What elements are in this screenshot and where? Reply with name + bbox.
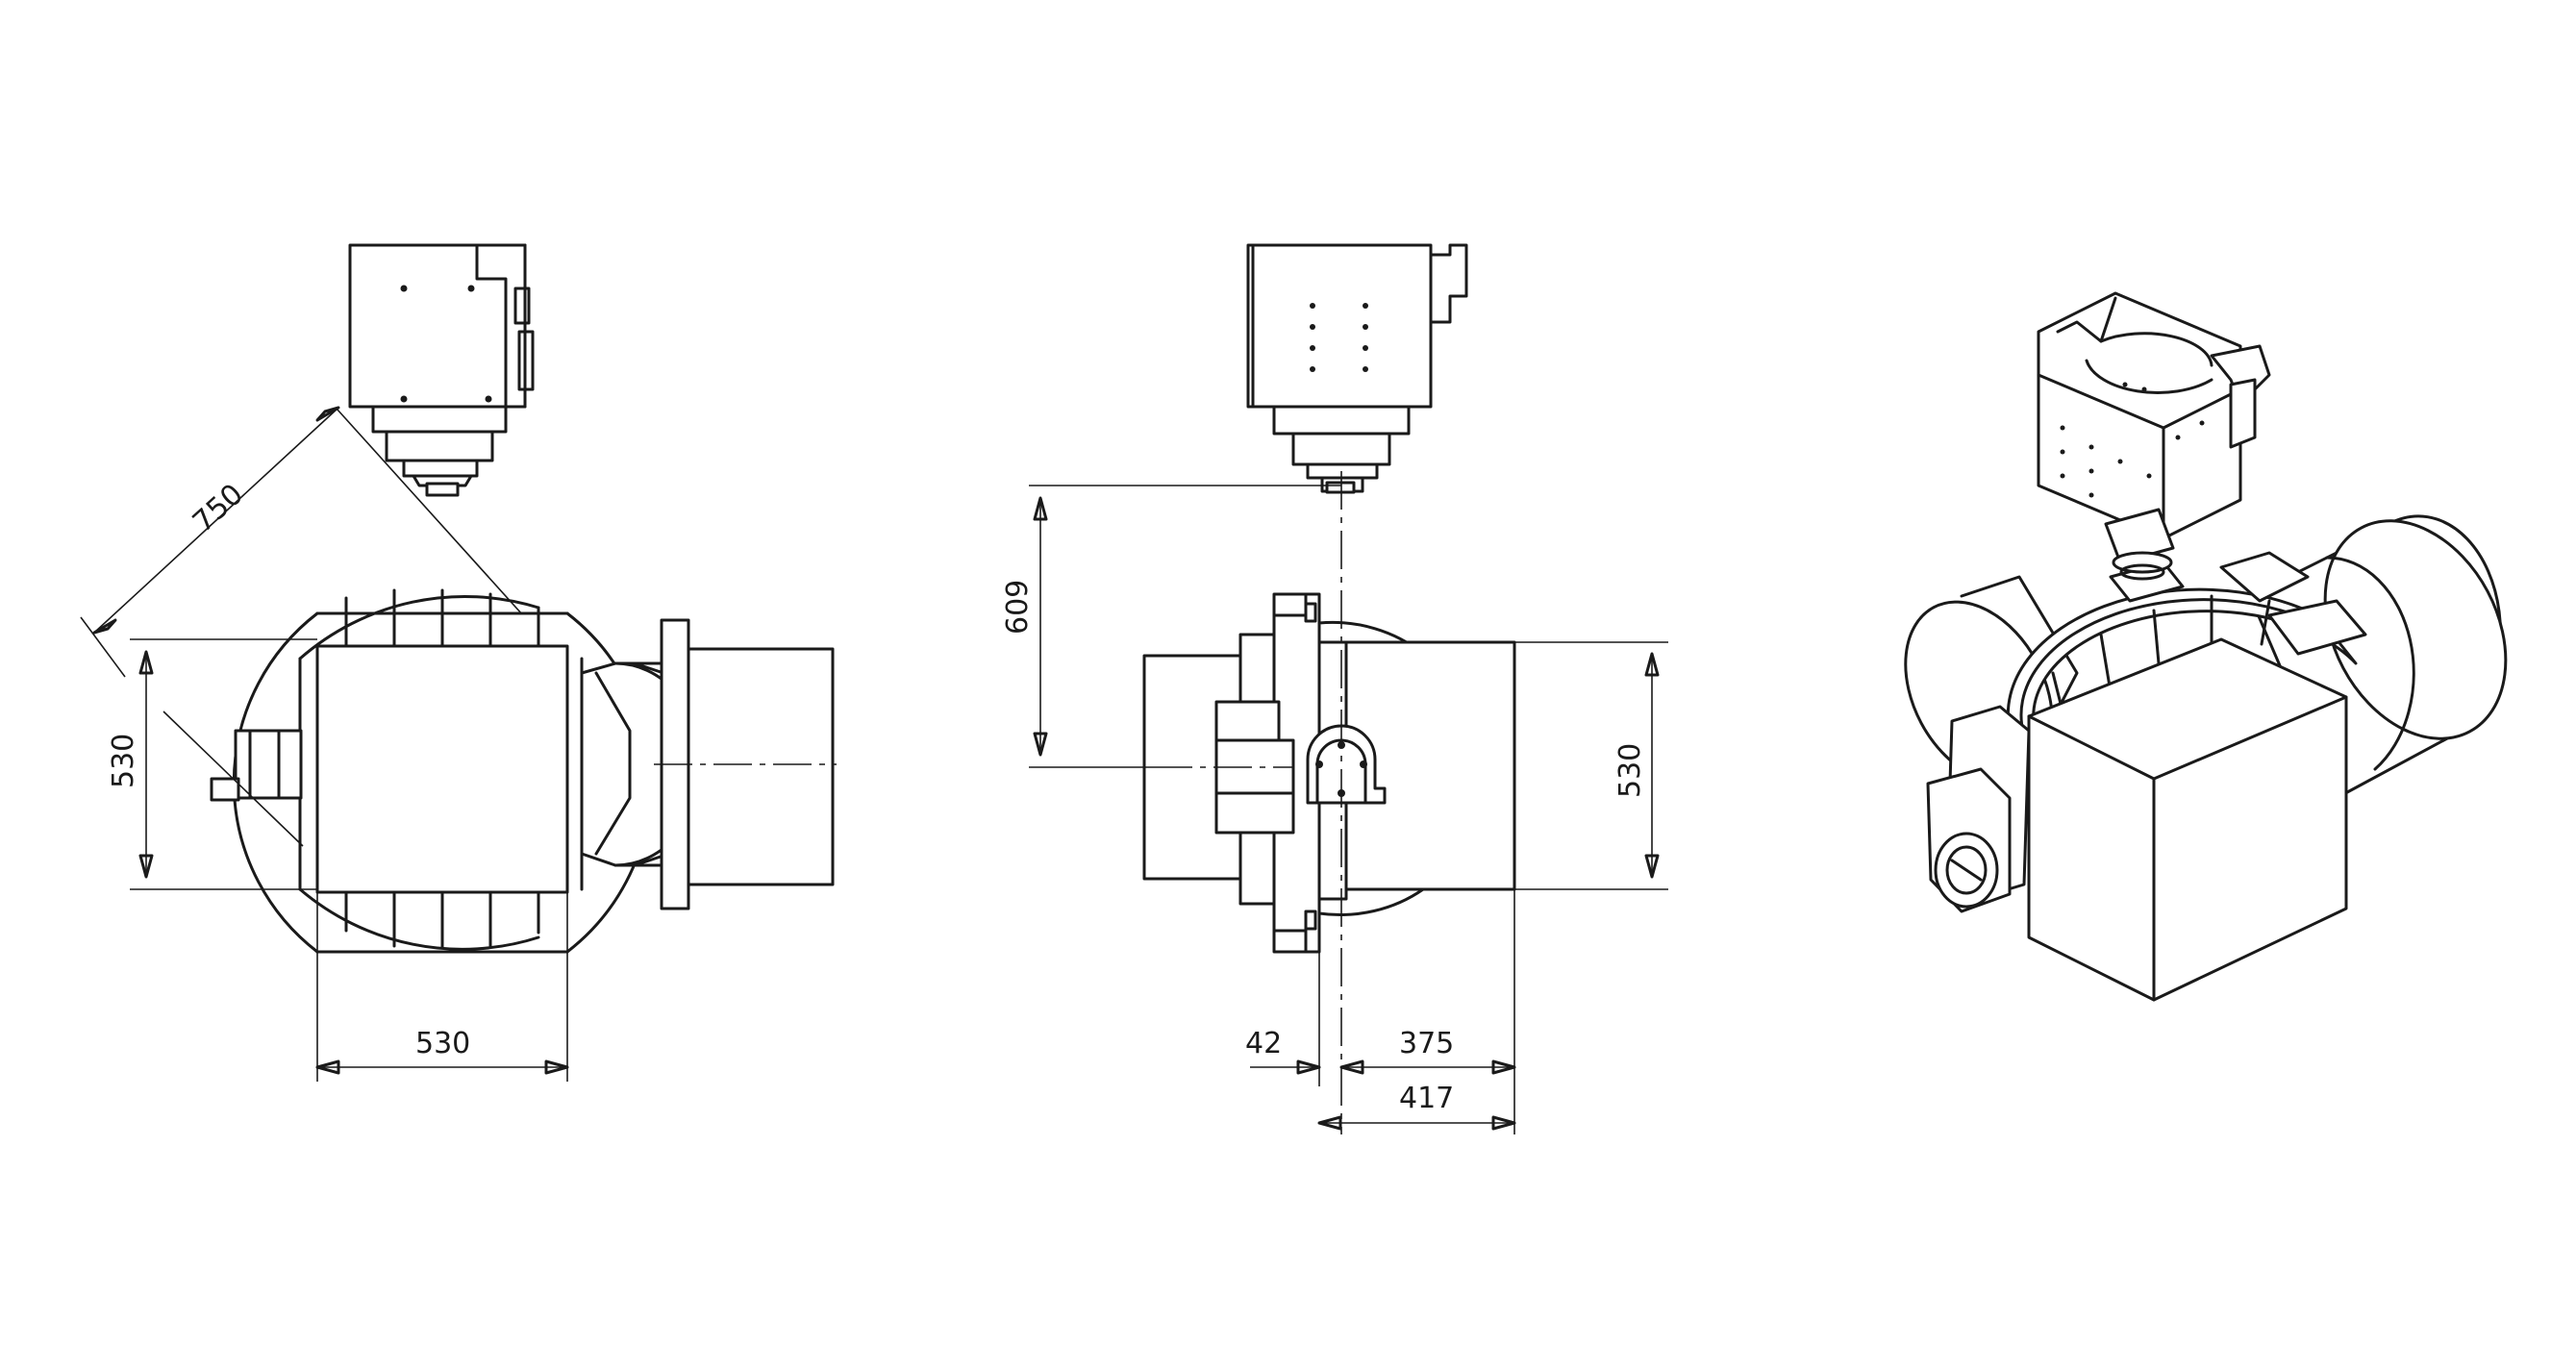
left-side-motor: [163, 710, 304, 847]
left-head-box: [348, 243, 535, 409]
dim-750-label: 750: [187, 478, 250, 539]
middle-dim-42-label: 42: [1245, 1027, 1282, 1060]
left-dim-530-horizontal: 530: [315, 892, 569, 1082]
middle-view: 609 530 42 375 417: [1001, 243, 1668, 1134]
left-dim-530-vertical-label: 530: [107, 734, 140, 788]
iso-head: [2037, 291, 2271, 581]
middle-dim-530-label: 530: [1613, 743, 1647, 798]
middle-dim-bottom: 42 375 417: [1245, 889, 1516, 1134]
middle-head-box: [1246, 243, 1468, 409]
iso-side-motor: [1926, 705, 2031, 913]
iso-cube: [2027, 637, 2348, 1002]
left-spindle: [371, 405, 508, 497]
iso-drum-right: [2248, 514, 2508, 800]
middle-dim-609-label: 609: [1001, 580, 1035, 635]
middle-spindle: [1272, 405, 1411, 494]
left-dim-530-horizontal-label: 530: [415, 1027, 470, 1060]
middle-dim-375-label: 375: [1399, 1027, 1454, 1060]
middle-dim-417-label: 417: [1399, 1082, 1454, 1115]
middle-body: [1142, 592, 1516, 954]
left-rotary-table: [232, 588, 653, 954]
middle-dim-530: 530: [1514, 641, 1668, 890]
isometric-view: [1904, 291, 2508, 1002]
left-trunnion-drive: [580, 618, 837, 910]
left-view: 750: [80, 243, 837, 1082]
middle-dim-609: 609: [1001, 485, 1341, 768]
left-dim-530-vertical: 530: [107, 638, 317, 890]
